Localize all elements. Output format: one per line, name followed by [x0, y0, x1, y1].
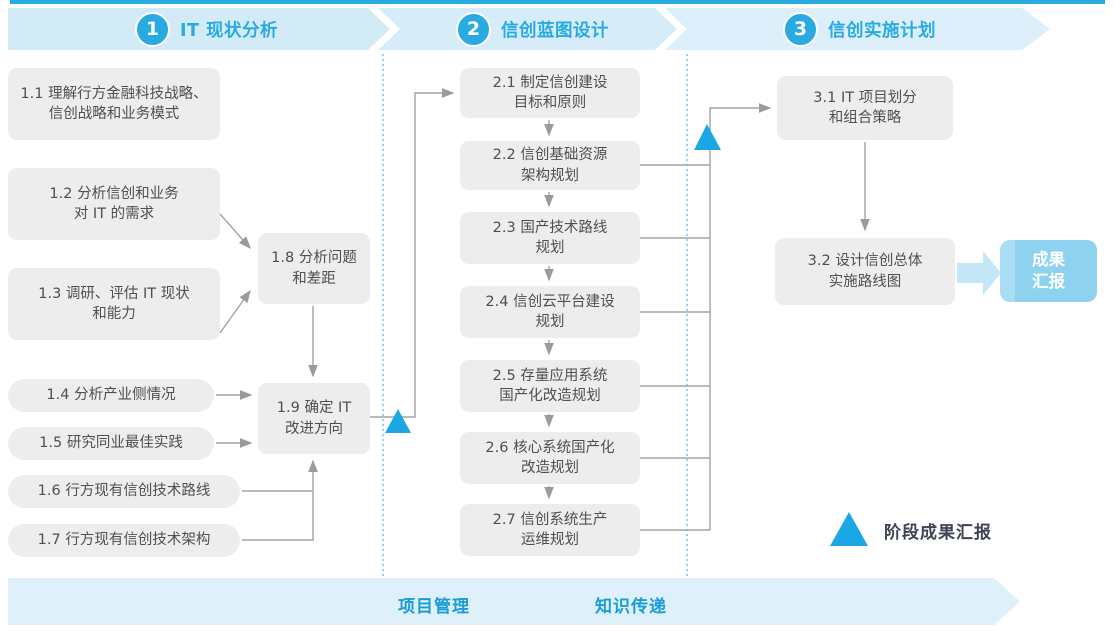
- legend-label: 阶段成果汇报: [884, 523, 992, 543]
- phase-2-number-badge: 2: [456, 11, 491, 47]
- task-box-2-1: 2.1 制定信创建设 目标和原则: [460, 68, 640, 118]
- phase-3-title: 信创实施计划: [828, 20, 936, 41]
- phase-1-title: IT 现状分析: [180, 20, 279, 41]
- task-box-1-8: 1.8 分析问题 和差距: [258, 233, 370, 304]
- legend-triangle-icon: [830, 512, 868, 546]
- task-box-1-6: 1.6 行方现有信创技术路线: [8, 475, 240, 508]
- task-box-1-4: 1.4 分析产业侧情况: [8, 379, 214, 412]
- phase-1-band: [8, 8, 390, 50]
- top-accent-strip: [10, 0, 1105, 4]
- task-box-1-5: 1.5 研究同业最佳实践: [8, 427, 214, 460]
- task-box-1-1: 1.1 理解行方金融科技战略、 信创战略和业务模式: [8, 68, 220, 140]
- phase-2-header: 2 信创蓝图设计: [456, 8, 609, 50]
- task-box-2-4: 2.4 信创云平台建设 规划: [460, 286, 640, 338]
- deliverable-box-result-report: 成果 汇报: [1000, 240, 1097, 302]
- phase-1-header: 1 IT 现状分析: [135, 8, 278, 50]
- task-box-2-5: 2.5 存量应用系统 国产化改造规划: [460, 360, 640, 412]
- phase-3-header: 3 信创实施计划: [783, 8, 936, 50]
- footer-label-project-management: 项目管理: [398, 597, 470, 617]
- task-box-1-2: 1.2 分析信创和业务 对 IT 的需求: [8, 168, 220, 240]
- result-arrow: [957, 251, 1001, 295]
- phase-2-title: 信创蓝图设计: [501, 20, 609, 41]
- task-box-2-3: 2.3 国产技术路线 规划: [460, 212, 640, 264]
- phase-1-number-badge: 1: [135, 11, 170, 47]
- task-box-1-7: 1.7 行方现有信创技术架构: [8, 524, 240, 557]
- task-box-1-3: 1.3 调研、评估 IT 现状 和能力: [8, 268, 220, 340]
- task-box-3-1: 3.1 IT 项目划分 和组合策略: [777, 76, 953, 140]
- phase-2-band: [378, 8, 677, 50]
- task-box-3-2: 3.2 设计信创总体 实施路线图: [775, 238, 955, 305]
- phase-3-band: [665, 8, 1050, 50]
- task-box-1-9: 1.9 确定 IT 改进方向: [258, 383, 370, 454]
- footer-label-knowledge-transfer: 知识传递: [595, 597, 667, 617]
- task-box-2-6: 2.6 核心系统国产化 改造规划: [460, 432, 640, 484]
- milestone-triangle-phase-2-icon: [694, 124, 721, 150]
- task-box-2-7: 2.7 信创系统生产 运维规划: [460, 504, 640, 556]
- phase-1-connectors: [216, 88, 455, 541]
- milestone-triangle-phase-1-icon: [385, 409, 411, 433]
- task-box-2-2: 2.2 信创基础资源 架构规划: [460, 141, 640, 190]
- footer-band: [8, 578, 1020, 625]
- phase-3-number-badge: 3: [783, 11, 818, 47]
